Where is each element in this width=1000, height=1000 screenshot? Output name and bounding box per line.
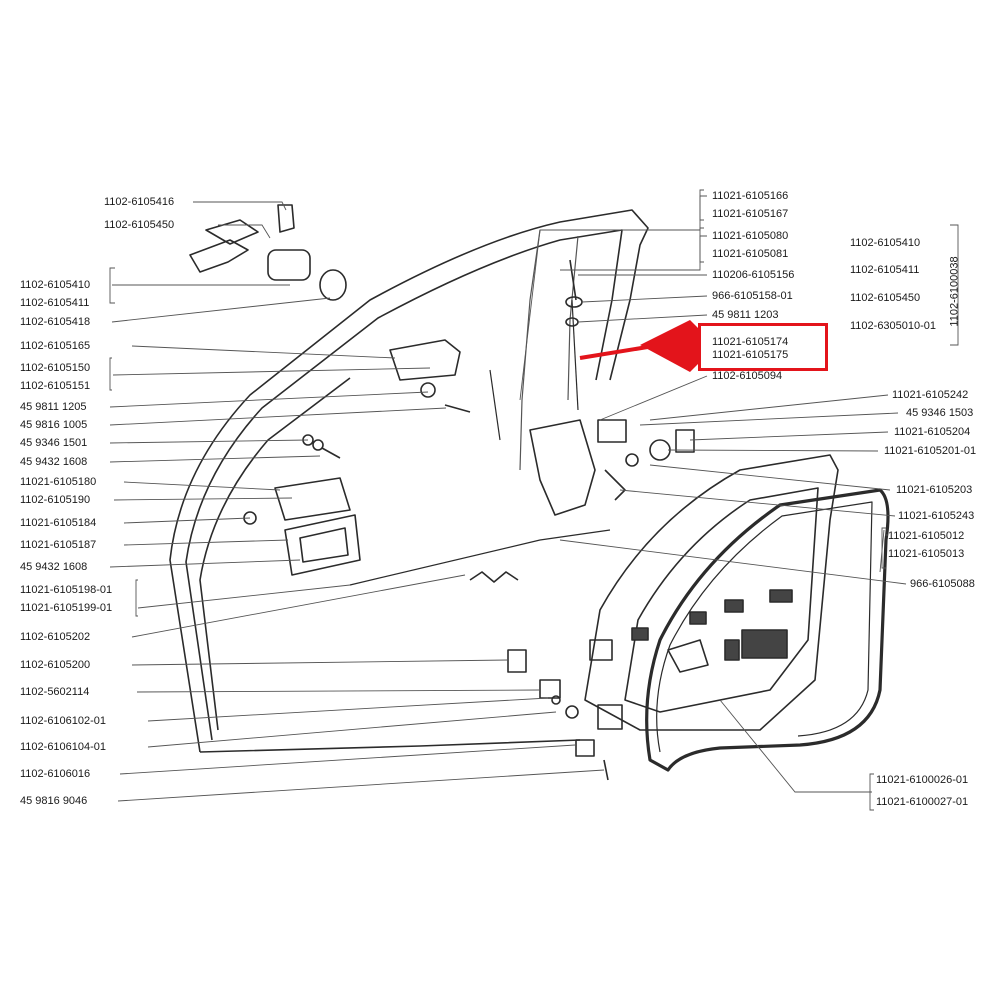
door-frame-outline — [169, 209, 649, 753]
part-number-label: 966-6105088 — [910, 578, 975, 590]
door-inner-panel — [199, 377, 351, 731]
part-number-label: 45 9432 1608 — [20, 561, 88, 573]
panel-cutout — [667, 639, 709, 673]
panel-slot-4 — [741, 629, 788, 659]
part-number-label: 11021-6105081 — [712, 248, 789, 260]
panel-slot-5 — [724, 639, 740, 661]
part-number-label: 1102-6105150 — [20, 362, 91, 374]
part-number-label: 1102-6105411 — [850, 264, 920, 276]
part-number-label: 11021-6105198-01 — [20, 584, 113, 596]
lock-cylinder-group — [189, 204, 347, 301]
part-number-label: 1102-6105151 — [20, 380, 91, 392]
part-number-label: 11021-6105201-01 — [884, 445, 977, 457]
part-number-label: 966-6105158-01 — [712, 290, 793, 302]
part-number-label: 11021-6105199-01 — [20, 602, 113, 614]
outer-door-handle — [389, 339, 461, 381]
inner-handle-bezel — [284, 514, 361, 576]
part-number-label: 11021-6105167 — [712, 208, 789, 220]
part-number-label: 1102-6105450 — [850, 292, 921, 304]
part-number-label: 1102-6105410 — [20, 279, 91, 291]
door-frame-inner — [185, 229, 623, 741]
part-number-label: 11021-6105080 — [712, 230, 789, 242]
part-number-label: 45 9811 1205 — [20, 401, 87, 413]
kit-code: 1102-6100038 — [948, 256, 961, 327]
part-number-label: 1102-6106016 — [20, 768, 91, 780]
part-number-label: 45 9811 1203 — [712, 309, 779, 321]
inner-door-frame — [584, 454, 839, 731]
part-number-label: 1102-6105416 — [104, 196, 175, 208]
part-number-label: 1102-6105190 — [20, 494, 91, 506]
part-number-label: 1102-6105165 — [20, 340, 91, 352]
part-number-label: 1102-6106102-01 — [20, 715, 107, 727]
panel-slot-3 — [689, 611, 707, 625]
part-number-label: 45 9816 1005 — [20, 419, 88, 431]
part-number-label: 1102-6106104-01 — [20, 741, 107, 753]
part-number-label: 45 9346 1503 — [906, 407, 974, 419]
part-number-label: 1102-6105410 — [850, 237, 921, 249]
panel-slot-1 — [724, 599, 744, 613]
part-number-label: 11021-6105204 — [894, 426, 971, 438]
part-number-label: 11021-6100026-01 — [876, 774, 969, 786]
panel-slot-2 — [769, 589, 793, 603]
hinge-upper — [589, 639, 613, 661]
part-number-label: 11021-6105187 — [20, 539, 97, 551]
part-number-label: 11021-6105184 — [20, 517, 97, 529]
rod-1 — [349, 529, 611, 586]
part-number-label: 1102-6105094 — [712, 370, 783, 382]
rod-3 — [571, 299, 579, 411]
part-number-label: 110206-6105156 — [712, 269, 795, 281]
panel-slot-6 — [631, 627, 649, 641]
door-seal-inner — [656, 501, 873, 753]
screw — [444, 404, 471, 413]
hinge-lower — [597, 704, 623, 730]
part-number-label: 1102-6105202 — [20, 631, 91, 643]
part-number-label: 11021-6105203 — [896, 484, 973, 496]
part-number-label: 1102-6105418 — [20, 316, 91, 328]
part-number-label: 1102-6305010-01 — [850, 320, 937, 332]
door-seal — [645, 488, 890, 772]
part-number-label: 1102-5602114 — [20, 686, 90, 698]
part-number-label: 11021-6105243 — [898, 510, 975, 522]
window-channel-2 — [567, 235, 579, 401]
part-number-label: 11021-6105174 — [712, 336, 789, 348]
part-number-label: 11021-6105013 — [888, 548, 965, 560]
inner-door-frame-2 — [624, 487, 819, 713]
part-number-label: 45 9816 9046 — [20, 795, 88, 807]
lock-mechanism — [529, 419, 596, 516]
part-number-label: 1102-6105200 — [20, 659, 91, 671]
highlight-box — [698, 323, 828, 371]
door-bottom-edge — [199, 739, 581, 753]
part-number-label: 11021-6105180 — [20, 476, 97, 488]
part-number-label: 11021-6105166 — [712, 190, 789, 202]
part-number-label: 1102-6105411 — [20, 297, 90, 309]
rod-spring — [469, 571, 519, 583]
part-number-label: 11021-6105012 — [888, 530, 965, 542]
part-number-label: 45 9346 1501 — [20, 437, 88, 449]
part-number-label: 11021-6100027-01 — [876, 796, 969, 808]
highlight-arrow — [579, 320, 700, 372]
part-number-label: 1102-6105450 — [104, 219, 175, 231]
part-number-label: 45 9432 1608 — [20, 456, 88, 468]
rod-2 — [489, 369, 501, 441]
part-number-label: 11021-6105242 — [892, 389, 969, 401]
inner-handle-bracket — [274, 477, 351, 521]
part-number-label: 11021-6105175 — [712, 349, 789, 361]
